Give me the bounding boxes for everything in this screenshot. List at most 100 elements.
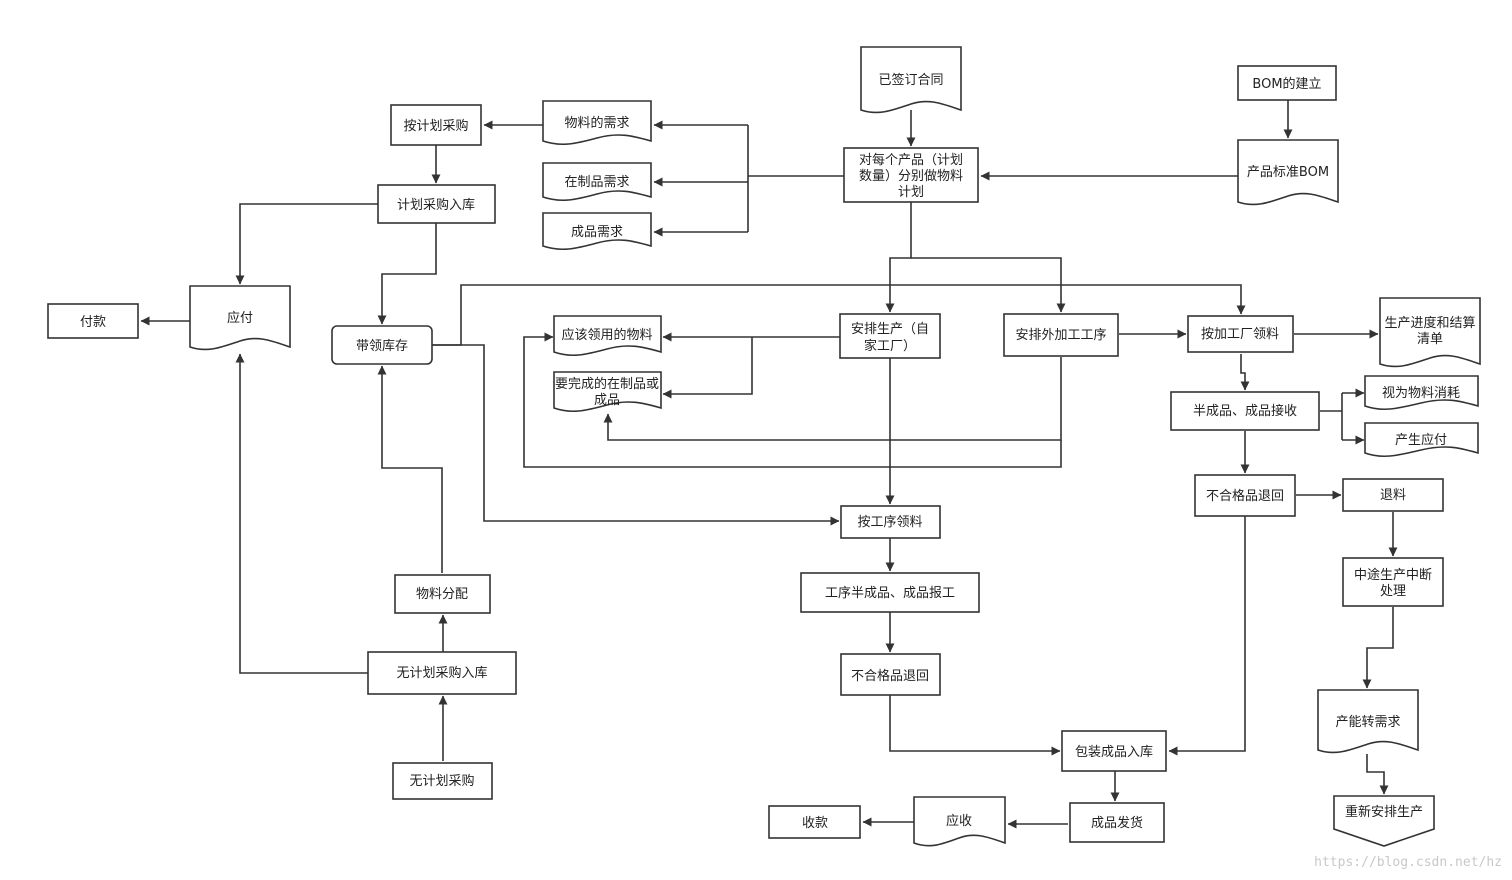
- box-semi-receive: [1170, 391, 1320, 431]
- doc-consumption: [1364, 375, 1479, 411]
- label-ship: 成品发货: [1091, 815, 1143, 831]
- edge-purchasein-stock: [377, 223, 437, 325]
- label-arrange-production-2: 家工厂）: [864, 338, 916, 354]
- edge-purchasein-payable: [235, 203, 378, 285]
- edge-outsource-wip: [603, 357, 1062, 441]
- label-finished-demand: 成品需求: [571, 225, 623, 240]
- edge-interrupt-capacity: [1362, 607, 1394, 689]
- box-process-report: [800, 572, 980, 613]
- label-wip-to-complete-1: 要完成的在制品或: [555, 376, 659, 392]
- label-reject-return-right: 不合格品退回: [1206, 488, 1284, 504]
- doc-wip-to-complete: [553, 371, 662, 413]
- doc-receivable: [913, 796, 1006, 847]
- label-materials-to-pick: 应该领用的物料: [561, 327, 652, 343]
- edge-plan-bracket: [747, 125, 844, 232]
- label-capacity-to-demand: 产能转需求: [1335, 715, 1400, 730]
- shapes: [47, 46, 1481, 847]
- box-planned-purchase: [390, 104, 482, 146]
- box-reject-right: [1194, 474, 1296, 517]
- box-reject-mid: [840, 653, 941, 696]
- label-as-material-consumption: 视为物料消耗: [1382, 386, 1460, 401]
- label-planned-purchase-in: 计划采购入库: [397, 197, 475, 213]
- box-material-return: [1342, 478, 1444, 512]
- label-interrupt-handling-1: 中途生产中断: [1354, 567, 1432, 583]
- box-unplanned-in: [367, 651, 517, 695]
- edge-receive-bracket: [1320, 393, 1343, 440]
- box-pack-store: [1061, 730, 1167, 772]
- edge-prod-wip: [662, 337, 753, 399]
- label-wip-to-complete-2: 成品: [594, 393, 620, 408]
- label-material-plan-1: 对每个产品（计划: [859, 152, 963, 168]
- doc-signed-contract: [860, 46, 962, 114]
- label-pack-store: 包装成品入库: [1075, 744, 1153, 760]
- label-reschedule: 重新安排生产: [1345, 804, 1423, 820]
- box-interrupt: [1342, 557, 1444, 607]
- label-arrange-production-1: 安排生产（自: [851, 322, 929, 337]
- label-signed-contract: 已签订合同: [878, 72, 943, 88]
- label-wip-demand: 在制品需求: [564, 175, 629, 190]
- label-material-allocation: 物料分配: [416, 587, 468, 602]
- box-ship: [1069, 802, 1165, 843]
- connectors: [140, 100, 1398, 829]
- edge-capacity-reschedule: [1366, 754, 1389, 795]
- label-planned-purchase: 按计划采购: [403, 118, 468, 134]
- label-progress-settlement-1: 生产进度和结算: [1384, 315, 1475, 331]
- box-material-plan: [843, 147, 979, 203]
- edge-reject-packstore: [889, 695, 1061, 756]
- label-semi-receive: 半成品、成品接收: [1193, 403, 1297, 419]
- label-material-plan-3: 计划: [898, 185, 924, 200]
- label-arrange-outsource: 安排外加工工序: [1015, 328, 1106, 343]
- label-progress-settlement-2: 清单: [1417, 332, 1443, 347]
- label-generate-payable: 产生应付: [1395, 432, 1447, 448]
- box-planned-purchase-in: [377, 184, 496, 224]
- edge-plan-split: [885, 202, 912, 313]
- edge-unplanned-payable: [235, 353, 368, 674]
- doc-wip-demand: [542, 162, 652, 202]
- label-collection: 收款: [802, 816, 828, 831]
- label-outsource-pick: 按加工厂领料: [1201, 327, 1279, 342]
- shape-stock-pick: [331, 325, 433, 365]
- label-interrupt-handling-2: 处理: [1380, 584, 1406, 599]
- box-unplanned-purchase: [392, 762, 493, 800]
- doc-material-demand: [542, 100, 652, 146]
- label-bom-setup: BOM的建立: [1252, 76, 1321, 92]
- watermark: https://blog.csdn.net/hz: [1314, 855, 1502, 870]
- box-arrange-outsource: [1003, 313, 1119, 357]
- label-product-std-bom: 产品标准BOM: [1247, 165, 1329, 180]
- doc-progress-settlement: [1379, 297, 1481, 368]
- labels: 已签订合同 BOM的建立 产品标准BOM 对每个产品（计划 数量）分别做物料 计…: [80, 72, 1476, 831]
- label-unplanned-purchase-in: 无计划采购入库: [396, 665, 487, 681]
- box-payment: [47, 303, 139, 339]
- label-payable: 应付: [227, 310, 253, 326]
- edge-stock-processpick: [432, 344, 840, 526]
- label-process-pick: 按工序领料: [857, 515, 922, 530]
- label-material-demand: 物料的需求: [564, 115, 629, 131]
- doc-product-bom: [1237, 139, 1339, 206]
- box-bom-setup: [1237, 65, 1337, 101]
- label-material-plan-2: 数量）分别做物料: [859, 169, 963, 184]
- doc-payable: [189, 285, 291, 351]
- edge-plan-outsource: [911, 257, 1066, 313]
- label-payment: 付款: [80, 315, 106, 330]
- edge-allocation-stock: [377, 365, 443, 573]
- label-unplanned-purchase: 无计划采购: [409, 773, 474, 789]
- label-stock-pick: 带领库存: [356, 338, 408, 354]
- label-material-return: 退料: [1380, 488, 1406, 503]
- edge-pick-receive: [1240, 354, 1250, 391]
- label-reject-return-mid: 不合格品退回: [851, 668, 929, 684]
- doc-finished-demand: [542, 212, 652, 251]
- edge-outsource-materials: [523, 332, 1062, 468]
- doc-generate-payable: [1364, 422, 1479, 458]
- box-material-allocation: [394, 574, 491, 614]
- edge-reject-pack: [1168, 516, 1246, 756]
- doc-capacity-demand: [1317, 689, 1419, 754]
- label-process-report: 工序半成品、成品报工: [825, 586, 955, 601]
- label-receivable: 应收: [946, 813, 972, 829]
- shape-reschedule: [1333, 795, 1435, 847]
- box-outsource-pick: [1187, 315, 1294, 353]
- doc-materials-to-pick: [553, 315, 662, 357]
- box-collection: [768, 805, 861, 839]
- box-process-pick: [840, 505, 941, 539]
- box-arrange-production: [839, 313, 941, 359]
